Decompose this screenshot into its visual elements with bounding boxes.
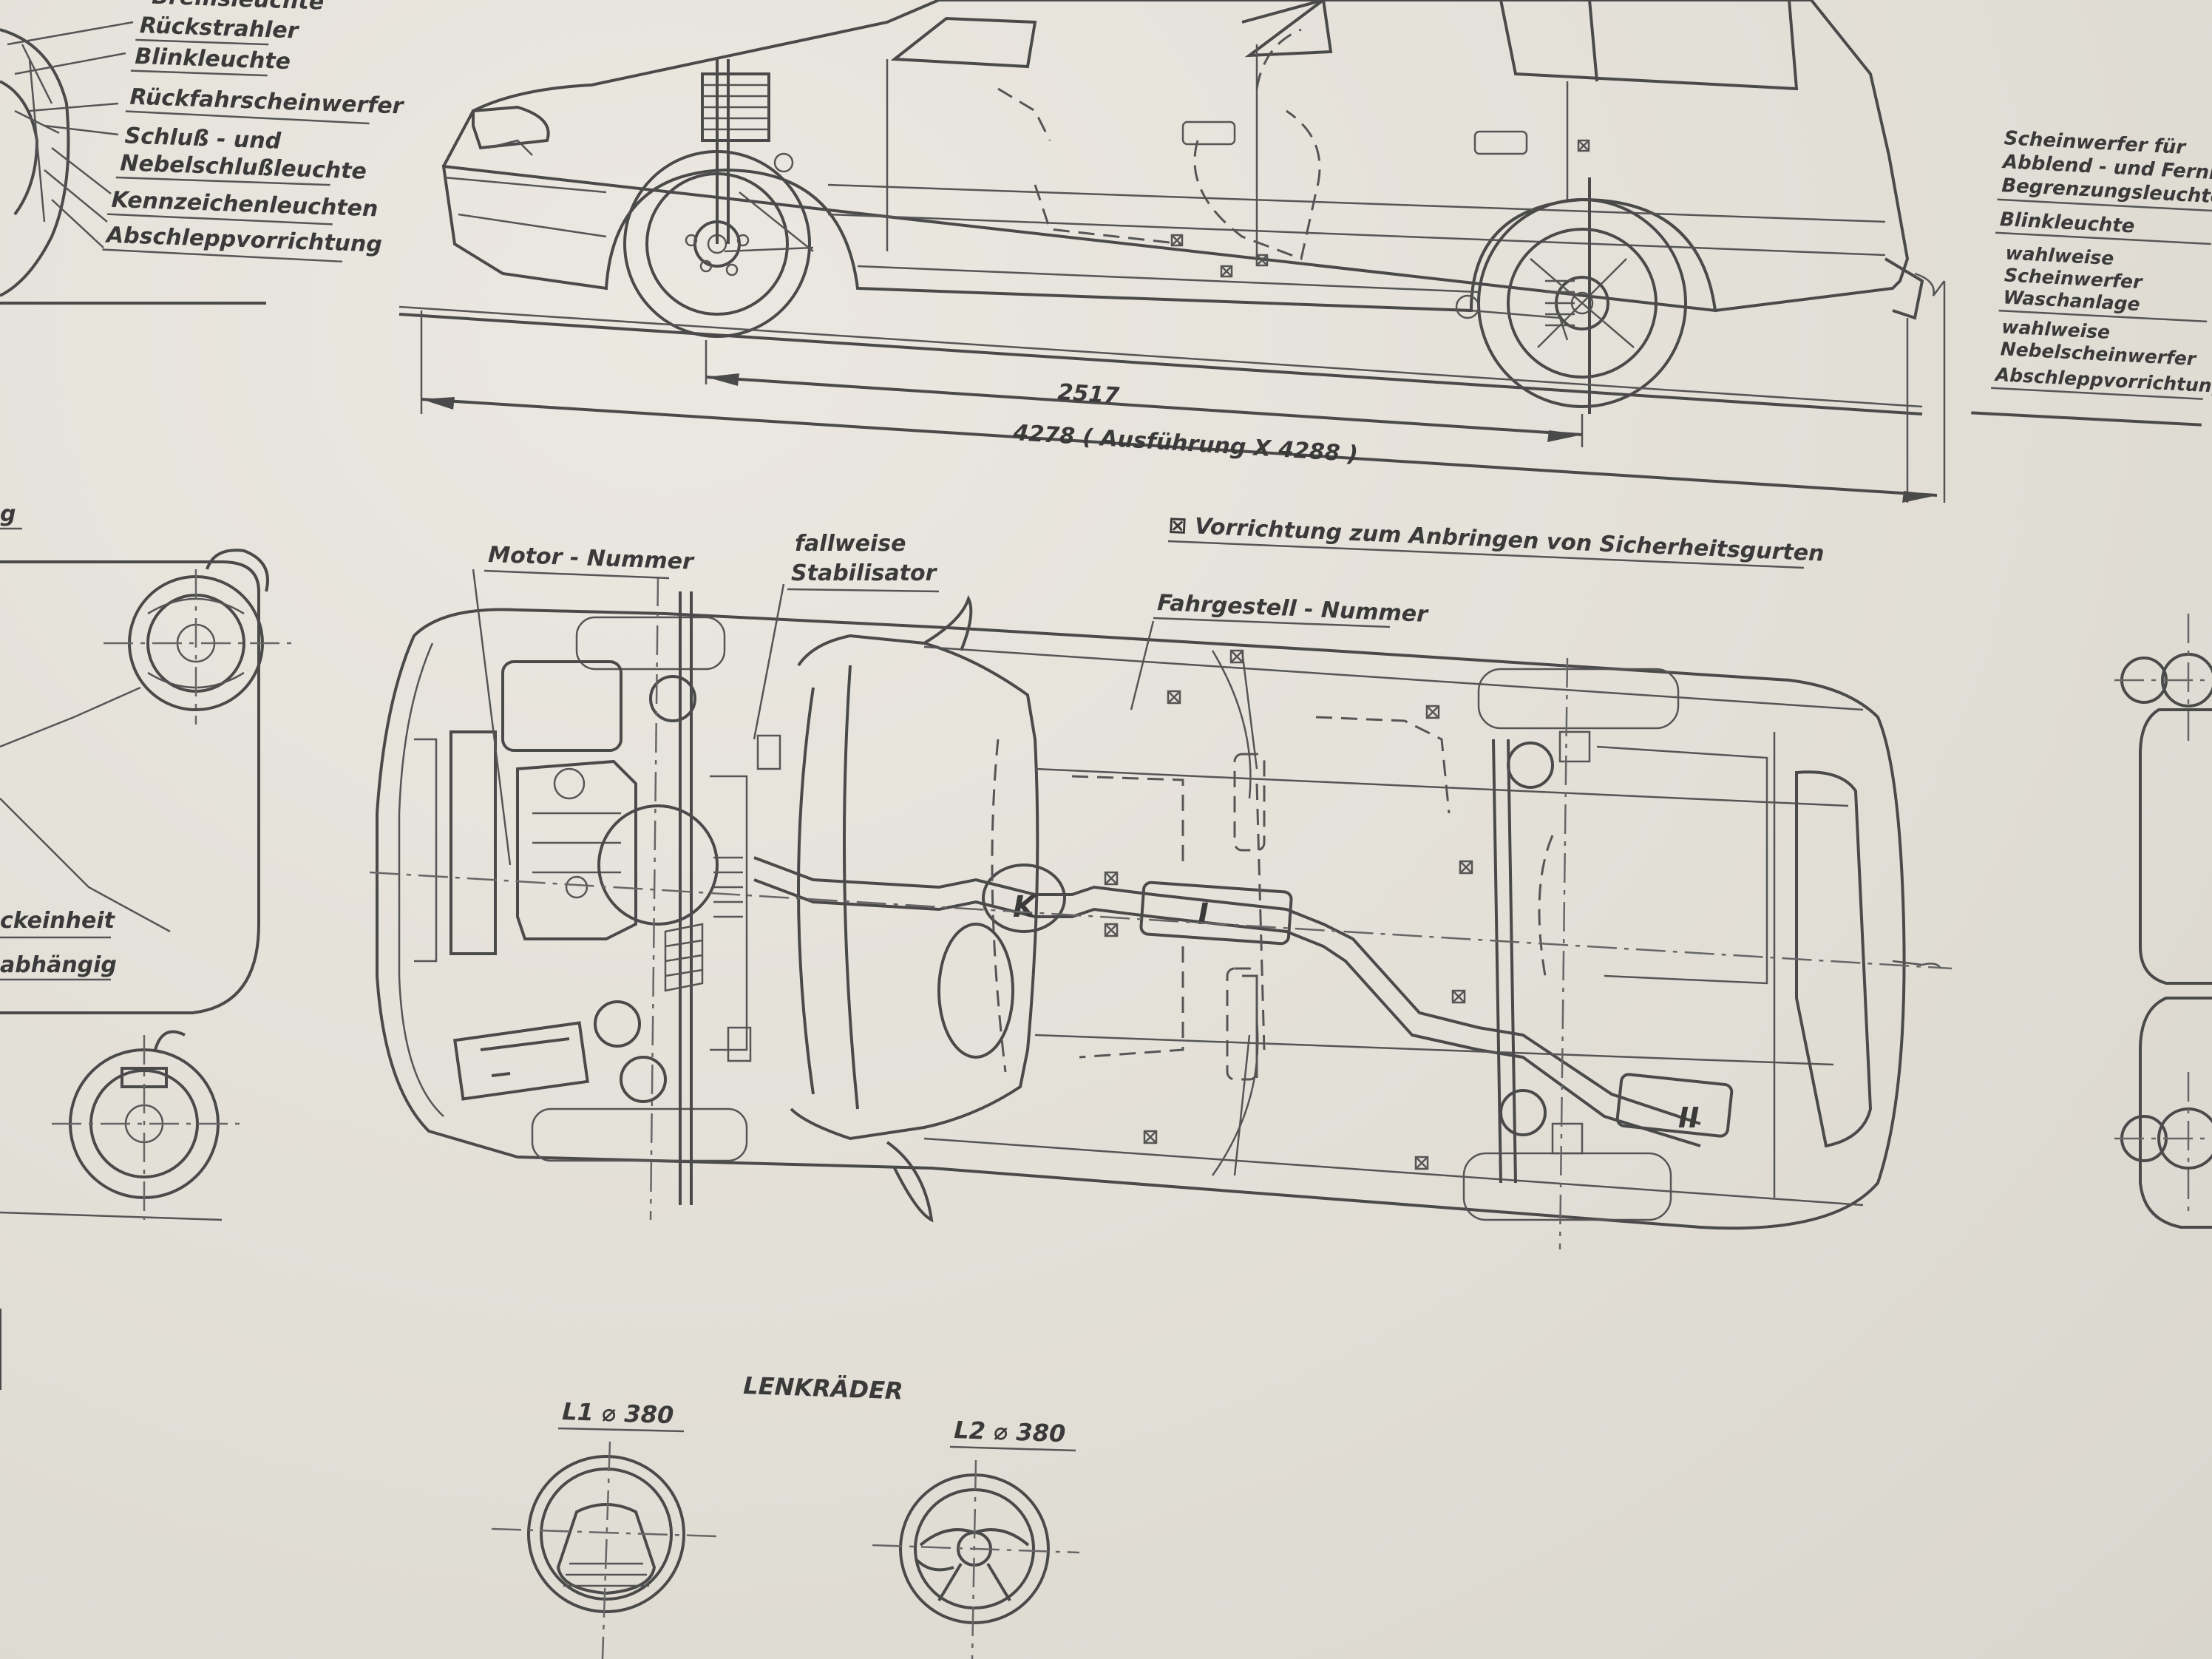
steering-wheel-l1 bbox=[491, 1441, 718, 1659]
side-view bbox=[398, 0, 1945, 415]
front-spring bbox=[701, 59, 814, 253]
label-bremsleuchte: Bremsleuchte bbox=[152, 0, 325, 16]
label-i: I bbox=[1198, 898, 1209, 932]
label-fahrgestell-nummer: Fahrgestell - Nummer bbox=[1157, 590, 1430, 628]
label-motor-nummer: Motor - Nummer bbox=[488, 542, 696, 575]
steering-l1-label: L1 ⌀ 380 bbox=[562, 1397, 674, 1429]
label-k: K bbox=[1013, 890, 1038, 924]
top-view-labels: Motor - Nummer fallweise Stabilisator Fa… bbox=[472, 531, 1430, 866]
label-rueckstrahler: Rückstrahler bbox=[139, 13, 300, 44]
dimension-lines: 2517 4278 ( Ausführung X 4288 ) bbox=[420, 281, 1946, 503]
steering-wheel-l2 bbox=[872, 1459, 1080, 1659]
label-schluss: Schluß - und bbox=[124, 123, 282, 154]
label-partial-abhaengig: abhängig bbox=[0, 952, 117, 978]
label-stabilisator: Stabilisator bbox=[791, 560, 938, 586]
left-label-group: Bremsleuchte Rückstrahler Blinkleuchte R… bbox=[102, 0, 405, 263]
brake-partial-view: g ckeinheit abhängig bbox=[0, 501, 296, 1390]
label-fallweise: fallweise bbox=[795, 531, 906, 557]
dimension-wheelbase: 2517 bbox=[1056, 379, 1120, 409]
right-label-group: Scheinwerfer für Abblend - und Fernlicht… bbox=[1971, 127, 2212, 427]
label-partial-g: g bbox=[0, 501, 16, 527]
steering-title: LENKRÄDER bbox=[743, 1371, 903, 1405]
steering-l2-label: L2 ⌀ 380 bbox=[954, 1416, 1066, 1448]
label-partial-druckeinheit: ckeinheit bbox=[0, 908, 116, 934]
label-blinkleuchte: Blinkleuchte bbox=[135, 44, 291, 75]
belt-anchor-note: ⊠ Vorrichtung zum Anbringen von Sicherhe… bbox=[1168, 512, 1825, 567]
dimension-length: 4278 ( Ausführung X 4288 ) bbox=[1011, 420, 1358, 467]
front-view-partial bbox=[2114, 614, 2212, 1229]
top-view: K I II bbox=[369, 576, 1953, 1250]
label-ii: II bbox=[1678, 1102, 1699, 1134]
steering-wheels: LENKRÄDER L1 ⌀ 380 L2 ⌀ 380 bbox=[491, 1371, 1080, 1659]
rear-view-partial bbox=[0, 21, 266, 305]
